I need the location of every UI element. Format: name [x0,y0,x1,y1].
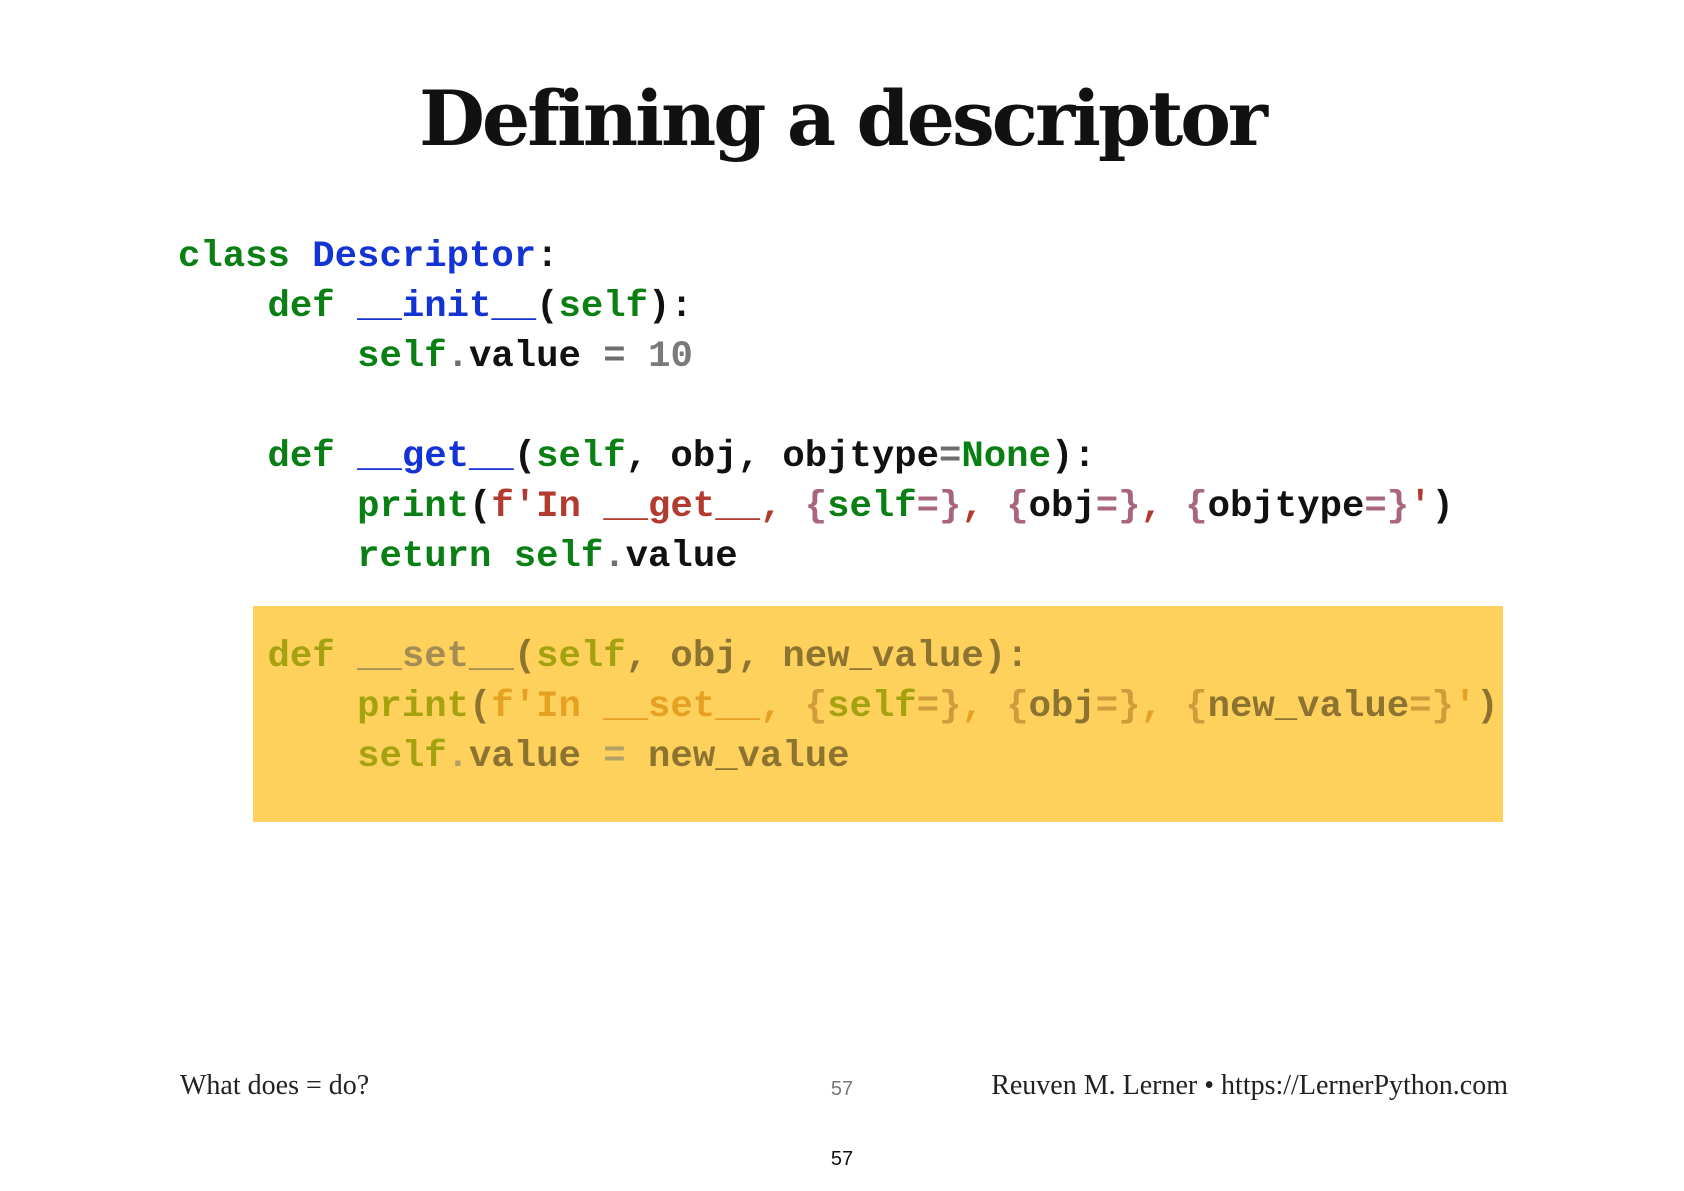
code-line: self.value = 10 [178,332,1499,382]
code-token: = [603,736,626,778]
code-token: print [357,486,469,528]
code-token: def [267,636,358,678]
code-token: , [961,686,1007,728]
code-token: ( [536,286,559,328]
code-token: self [357,736,447,778]
footer-author: Reuven M. Lerner • https://LernerPython.… [991,1070,1508,1101]
code-token: . [446,336,469,378]
code-token: , [961,486,1007,528]
code-token: class [178,236,313,278]
code-token [178,436,268,478]
highlight-box [253,606,1503,822]
code-line [178,382,1499,432]
code-token: = [603,336,626,378]
code-token: ' [1409,486,1432,528]
code-token: ( [513,436,537,478]
code-token: self [513,536,604,578]
code-line: return self.value [178,532,1499,582]
code-token [178,636,268,678]
code-token: value [468,736,604,778]
code-token: , obj, new_value): [625,636,1029,678]
code-token [178,736,357,778]
code-token: { [804,686,828,728]
code-token: ( [468,486,492,528]
code-token: { [1006,686,1029,728]
code-line: print(f'In __set__, {self=}, {obj=}, {ne… [178,682,1499,732]
code-token: self [536,636,626,678]
code-token: { [1185,686,1208,728]
code-block: class Descriptor: def __init__(self): se… [178,232,1499,782]
code-token: =} [916,686,962,728]
code-token: objtype [1207,486,1365,528]
code-token: ) [1476,686,1499,728]
code-token: __get__ [357,436,514,478]
code-token: def [267,436,358,478]
code-token: obj [1028,686,1096,728]
code-line: def __get__(self, obj, objtype=None): [178,432,1499,482]
code-token: =} [1095,686,1141,728]
code-line: def __init__(self): [178,282,1499,332]
code-token [178,486,357,528]
code-token: { [1006,486,1029,528]
code-line: def __set__(self, obj, new_value): [178,632,1499,682]
code-line: self.value = new_value [178,732,1499,782]
code-token: return [357,536,514,578]
code-token: ( [513,636,537,678]
code-token: def [267,286,358,328]
code-token: None [961,436,1051,478]
code-line: print(f'In __get__, {self=}, {obj=}, {ob… [178,482,1499,532]
code-token [178,286,268,328]
code-token: , [1140,686,1186,728]
code-token [178,536,357,578]
code-token [178,336,357,378]
footer-page-number: 57 [830,1078,854,1100]
code-token: ): [1050,436,1096,478]
code-token: print [357,686,469,728]
code-token: , [1140,486,1186,528]
code-line [178,582,1499,632]
code-token: __set__ [357,636,514,678]
code-token: self [357,336,447,378]
code-token: { [804,486,828,528]
code-token: __init__ [357,286,537,328]
code-token: self [827,486,917,528]
code-token: = [939,436,962,478]
code-token: =} [1095,486,1141,528]
code-token: self [536,436,626,478]
code-token: f'In __set__, [491,686,805,728]
code-token: new_value [1207,686,1410,728]
page-number: 57 [830,1148,854,1170]
slide-title: Defining a descriptor [419,74,1268,163]
code-token [178,686,357,728]
code-token: , obj, objtype [625,436,940,478]
code-token: { [1185,486,1208,528]
footer-topic: What does = do? [180,1070,370,1101]
code-token [626,336,648,378]
code-token: new_value [625,736,850,778]
code-token: ): [648,286,693,328]
code-token: value [625,536,738,578]
code-token: =} [1409,686,1454,728]
code-token: =} [916,486,962,528]
code-token: . [603,536,626,578]
code-token: 10 [648,336,693,378]
code-token: ) [1431,486,1454,528]
code-token: f'In __get__, [491,486,805,528]
code-line: class Descriptor: [178,232,1499,282]
code-token: . [446,736,469,778]
code-token: : [536,236,559,278]
code-token: value [468,336,604,378]
code-token: ( [468,686,492,728]
code-token: =} [1364,486,1410,528]
code-token: self [827,686,917,728]
code-token: self [558,286,649,328]
code-token: ' [1453,686,1477,728]
code-token: Descriptor [312,236,537,278]
code-token: obj [1028,486,1096,528]
